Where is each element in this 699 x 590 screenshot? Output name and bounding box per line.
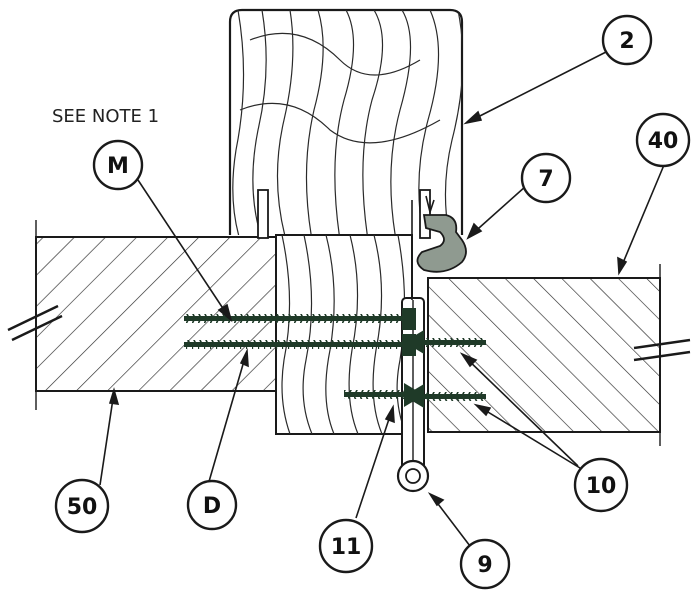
right-wall bbox=[427, 264, 691, 446]
callout-7: 7 bbox=[520, 152, 572, 204]
anchor-screw-upper bbox=[404, 330, 486, 354]
svg-text:50: 50 bbox=[67, 495, 98, 520]
svg-text:7: 7 bbox=[538, 167, 553, 192]
see-note-label: SEE NOTE 1 bbox=[52, 106, 159, 127]
svg-text:2: 2 bbox=[619, 29, 634, 54]
door-leaf bbox=[228, 8, 464, 235]
callout-2: 2 bbox=[601, 14, 653, 66]
svg-text:D: D bbox=[203, 494, 221, 519]
callout-d: D bbox=[186, 479, 238, 531]
svg-text:9: 9 bbox=[477, 553, 492, 578]
callout-9: 9 bbox=[459, 538, 511, 590]
svg-text:40: 40 bbox=[648, 129, 679, 154]
frame-screw bbox=[344, 383, 424, 407]
callout-50: 50 bbox=[54, 478, 110, 534]
callout-m: M bbox=[92, 139, 144, 191]
svg-text:11: 11 bbox=[331, 535, 362, 560]
callout-40: 40 bbox=[635, 112, 691, 168]
screw-m bbox=[184, 308, 416, 330]
svg-text:M: M bbox=[107, 154, 129, 179]
callout-11: 11 bbox=[318, 518, 374, 574]
svg-text:10: 10 bbox=[586, 474, 617, 499]
callout-10: 10 bbox=[573, 457, 629, 513]
door-seal bbox=[416, 195, 467, 273]
leader-lines bbox=[99, 51, 665, 547]
